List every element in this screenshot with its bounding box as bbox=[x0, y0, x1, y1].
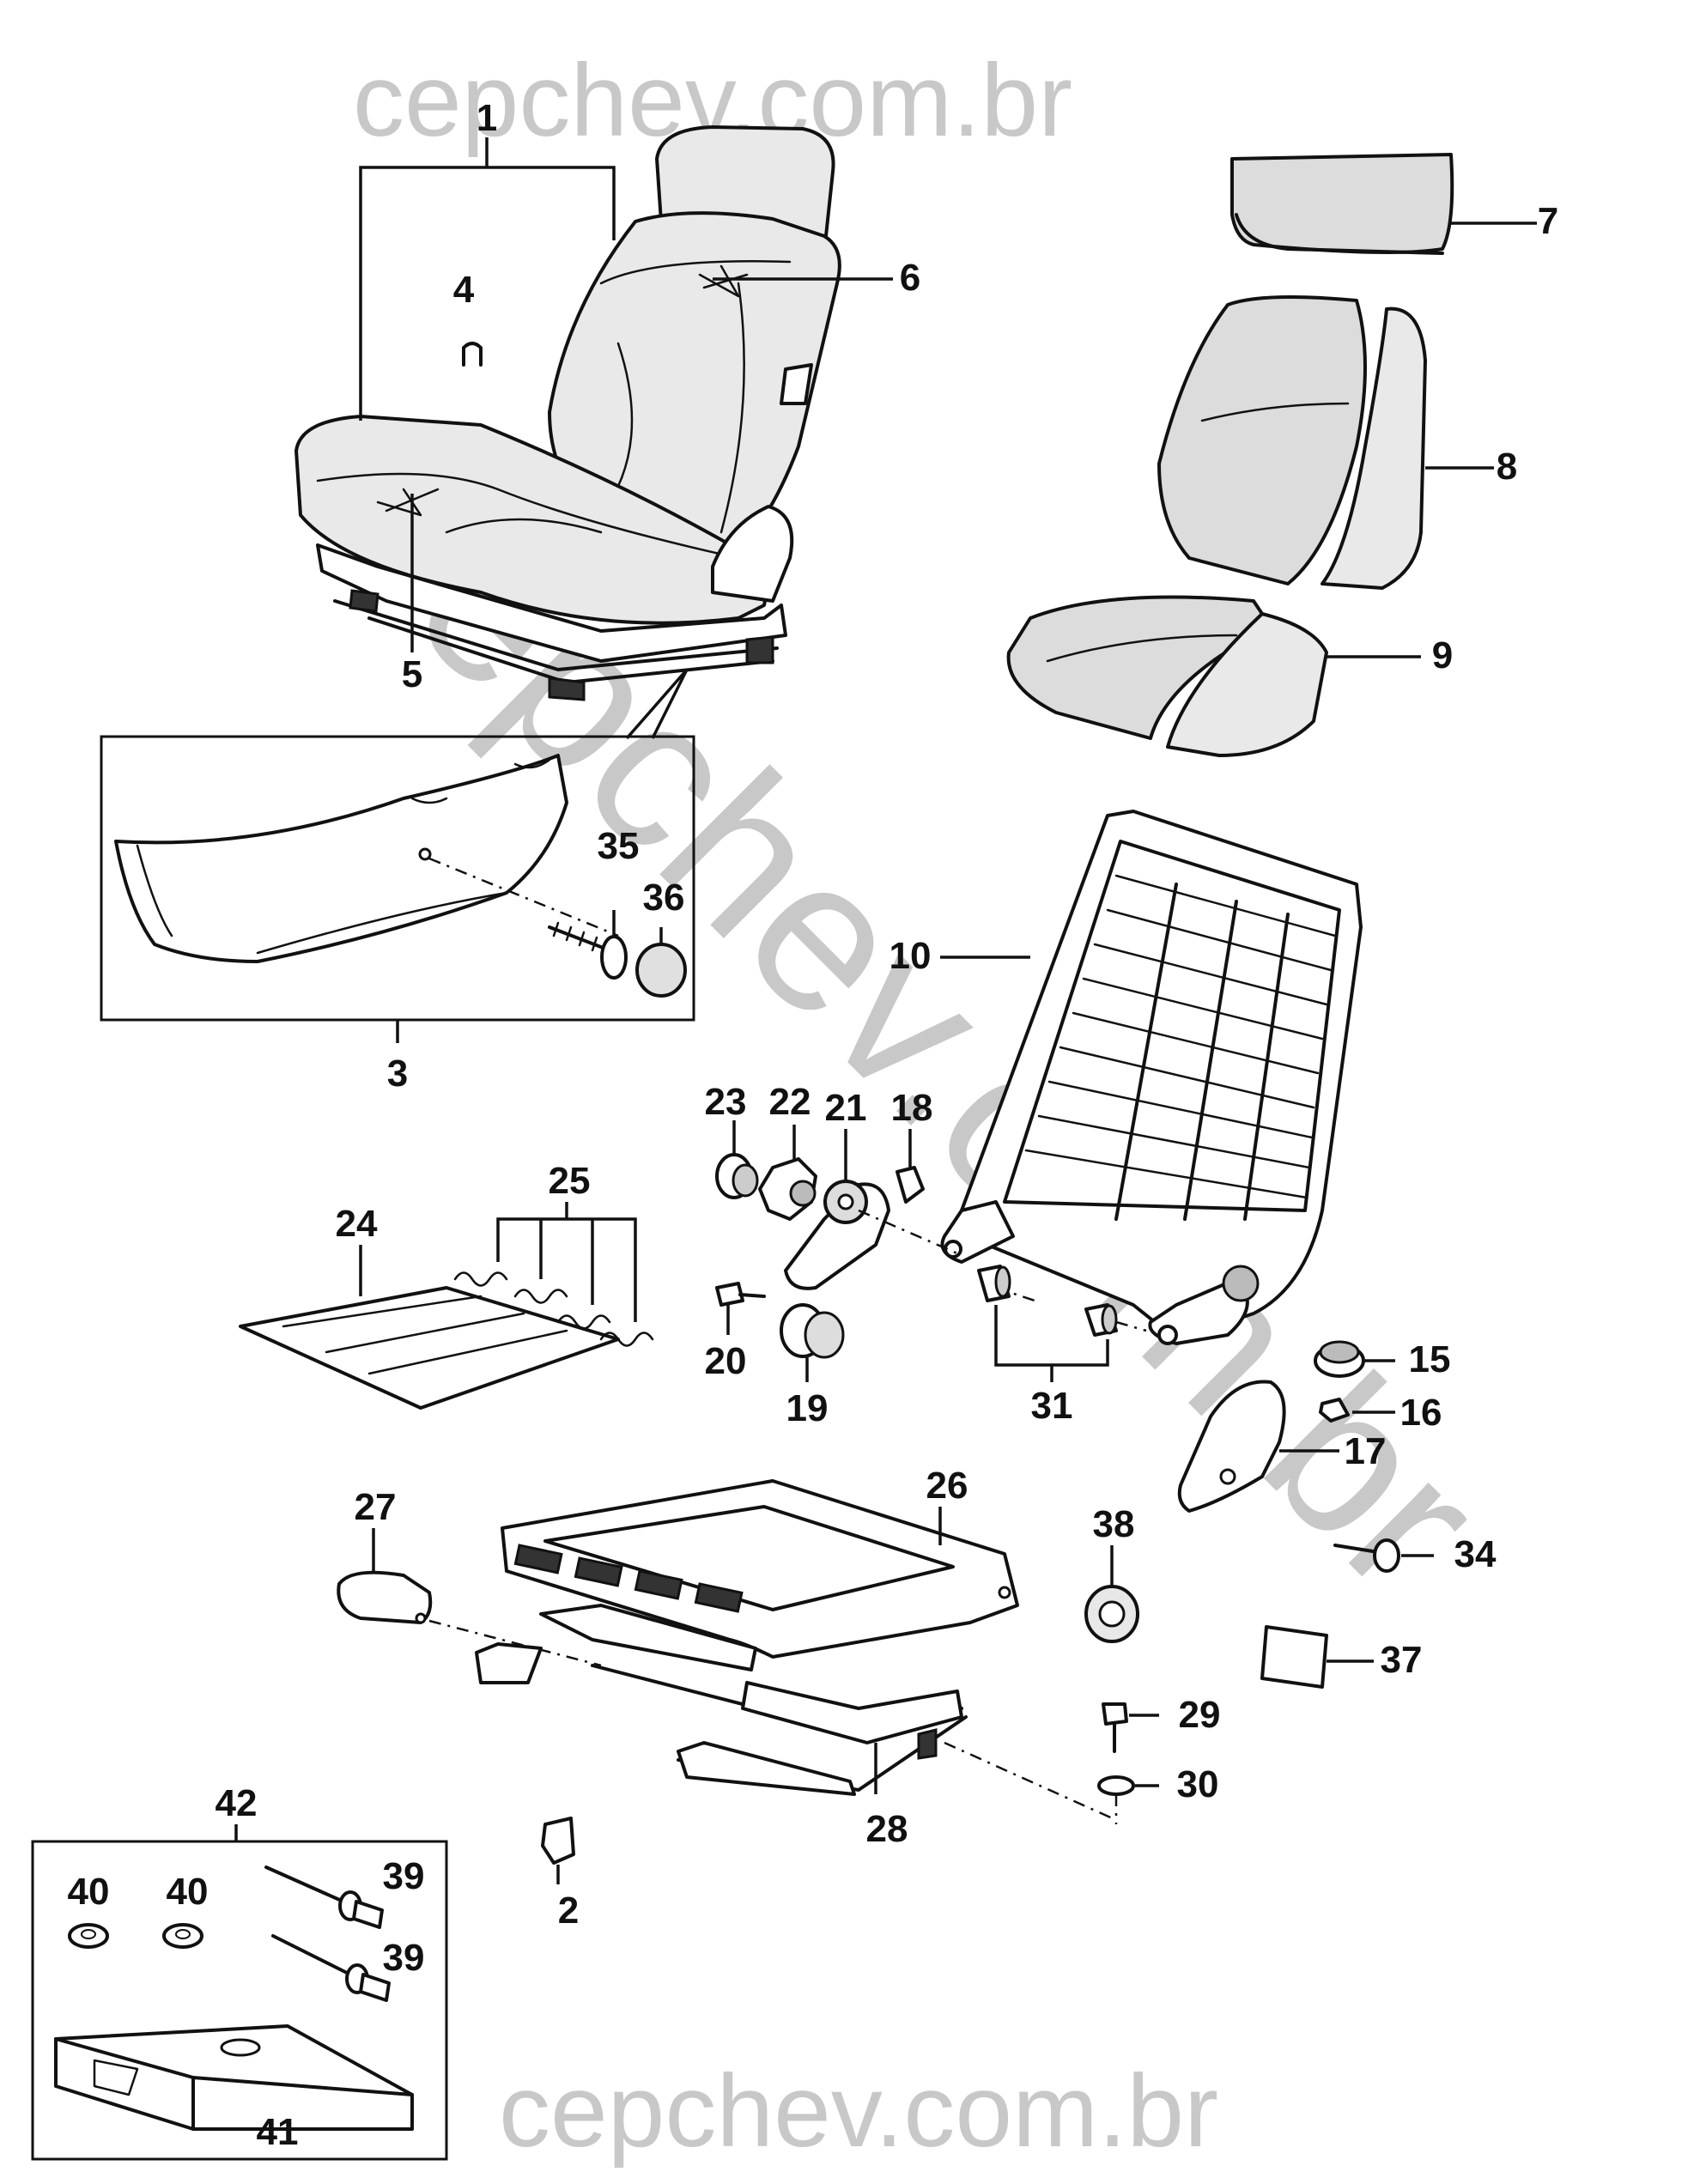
callout-28: 28 bbox=[866, 1808, 908, 1850]
callout-25: 25 bbox=[549, 1160, 591, 1202]
complete-seat-assembly bbox=[294, 125, 893, 740]
callout-16: 16 bbox=[1400, 1392, 1442, 1434]
callout-8: 8 bbox=[1497, 446, 1517, 488]
callout-41: 41 bbox=[257, 2111, 299, 2153]
callout-15: 15 bbox=[1409, 1338, 1451, 1380]
side-cover-inset bbox=[100, 735, 695, 1043]
callout-10: 10 bbox=[889, 935, 932, 977]
callout-18: 18 bbox=[891, 1087, 933, 1129]
callout-27: 27 bbox=[355, 1486, 397, 1528]
backrest-frame bbox=[940, 810, 1363, 1345]
callout-21: 21 bbox=[825, 1087, 867, 1129]
callout-37: 37 bbox=[1381, 1639, 1423, 1681]
callout-39-bottom: 39 bbox=[383, 1937, 425, 1979]
seat-mat-and-springs bbox=[239, 1202, 654, 1410]
callout-4: 4 bbox=[453, 269, 475, 311]
callout-3: 3 bbox=[387, 1053, 408, 1095]
small-fasteners bbox=[944, 1340, 1434, 1824]
callout-labels: 1 4 5 6 7 8 9 35 36 3 10 23 22 21 18 24 … bbox=[68, 97, 1559, 2153]
callout-1: 1 bbox=[477, 97, 497, 139]
callout-19: 19 bbox=[786, 1387, 829, 1429]
callout-30: 30 bbox=[1177, 1763, 1219, 1805]
callout-6: 6 bbox=[900, 257, 920, 299]
callout-42: 42 bbox=[216, 1782, 258, 1824]
cushion-cover bbox=[1006, 595, 1421, 757]
callout-26: 26 bbox=[926, 1465, 968, 1507]
callout-9: 9 bbox=[1432, 634, 1453, 676]
callout-20: 20 bbox=[705, 1340, 747, 1382]
callout-40-left: 40 bbox=[68, 1871, 110, 1913]
callout-40-right: 40 bbox=[167, 1871, 209, 1913]
callout-31: 31 bbox=[1031, 1385, 1073, 1427]
callout-2: 2 bbox=[558, 1890, 579, 1932]
callout-35: 35 bbox=[598, 825, 640, 867]
callout-22: 22 bbox=[769, 1081, 811, 1123]
callout-7: 7 bbox=[1538, 200, 1558, 242]
kit-inset bbox=[31, 1824, 448, 2161]
watermark-bottom: cepchev.com.br bbox=[499, 2054, 1218, 2169]
callout-36: 36 bbox=[643, 877, 685, 919]
callout-23: 23 bbox=[705, 1081, 747, 1123]
callout-24: 24 bbox=[336, 1203, 378, 1245]
backrest-cover bbox=[1157, 295, 1494, 590]
callout-34: 34 bbox=[1454, 1533, 1497, 1575]
callout-5: 5 bbox=[402, 653, 422, 695]
seat-base-frame bbox=[337, 1479, 1019, 1796]
callout-39-top: 39 bbox=[383, 1855, 425, 1897]
callout-38: 38 bbox=[1093, 1503, 1135, 1545]
callout-29: 29 bbox=[1179, 1694, 1221, 1736]
headrest-cover bbox=[1230, 153, 1537, 255]
callout-17: 17 bbox=[1345, 1430, 1387, 1472]
clip-2 bbox=[541, 1817, 575, 1884]
recliner-parts bbox=[715, 1120, 1147, 1382]
